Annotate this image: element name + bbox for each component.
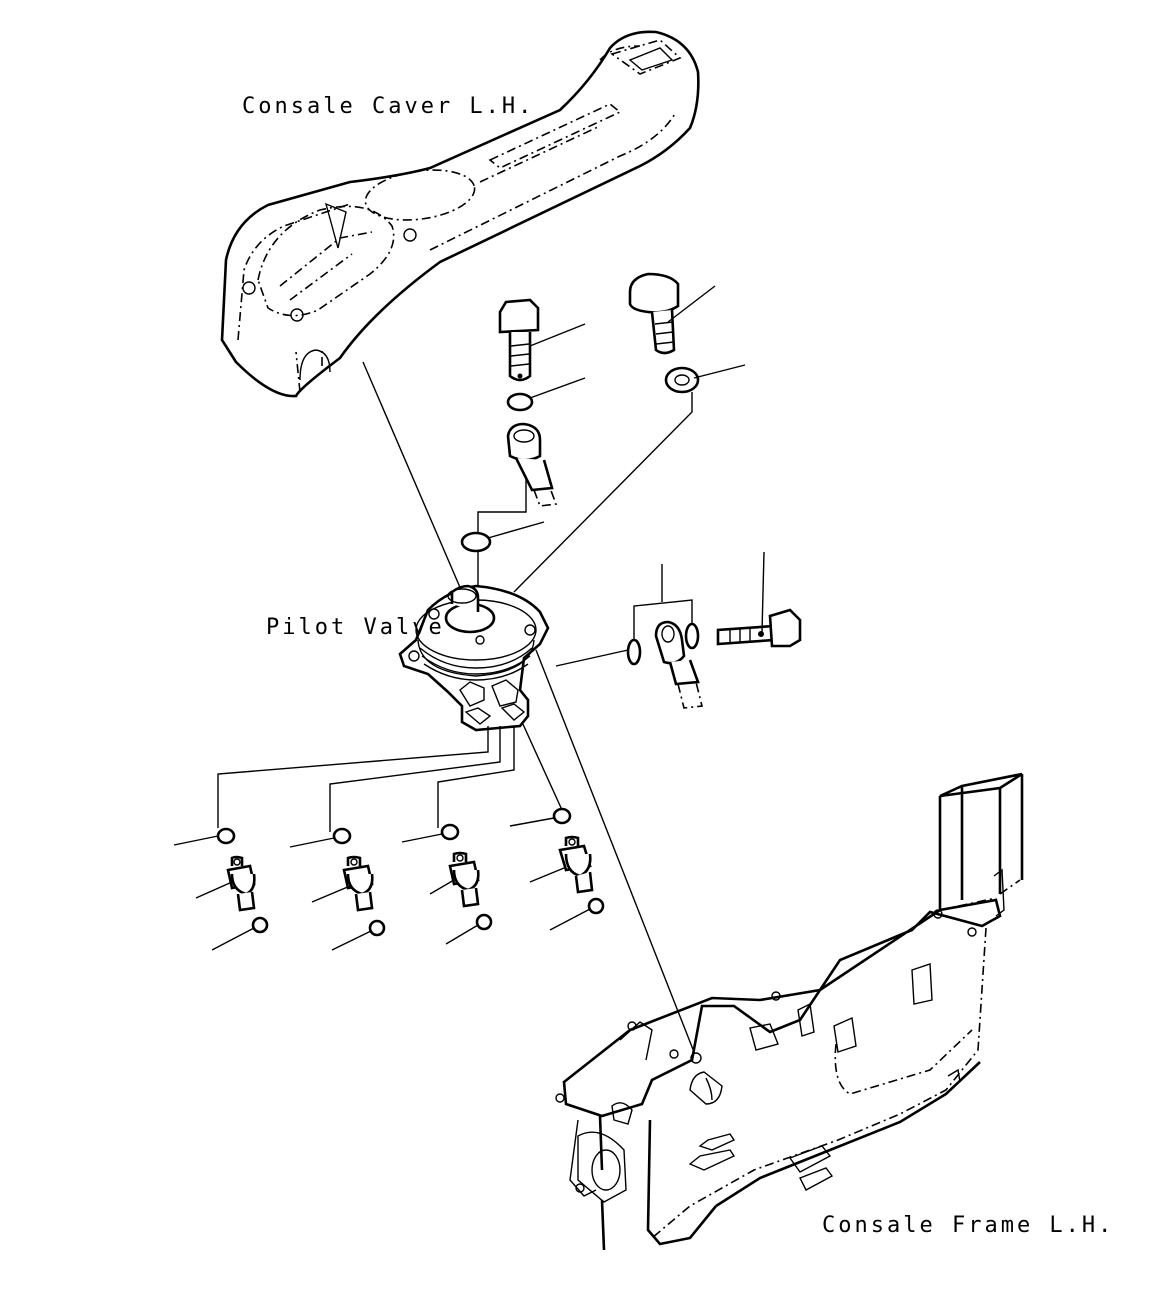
console-frame: [555, 772, 1024, 1251]
o-ring: [216, 827, 236, 845]
port-fitting: [226, 855, 256, 912]
o-ring: [460, 531, 492, 553]
o-ring: [587, 897, 605, 915]
o-ring: [552, 807, 572, 825]
yoke-clevis: [626, 599, 703, 709]
port-fitting: [342, 855, 374, 912]
label-console-frame: Consale Frame L.H.: [822, 1213, 1114, 1238]
o-ring: [440, 823, 460, 841]
banjo-bolt: [498, 298, 540, 382]
port-fitting: [448, 851, 480, 908]
o-ring: [475, 913, 493, 931]
pin-bolt: [716, 608, 802, 648]
label-pilot-valve: Pilot Valve: [266, 615, 445, 640]
o-ring: [332, 827, 352, 845]
o-ring: [506, 392, 534, 412]
hex-bolt: [628, 272, 680, 355]
console-cover: [220, 30, 700, 398]
adapter-fitting: [506, 422, 558, 507]
o-ring: [251, 916, 269, 934]
flat-washer: [664, 366, 700, 394]
pilot-valve: [398, 584, 550, 732]
o-ring: [368, 919, 386, 937]
label-console-cover: Consale Caver L.H.: [242, 94, 534, 119]
port-fitting: [558, 835, 594, 894]
